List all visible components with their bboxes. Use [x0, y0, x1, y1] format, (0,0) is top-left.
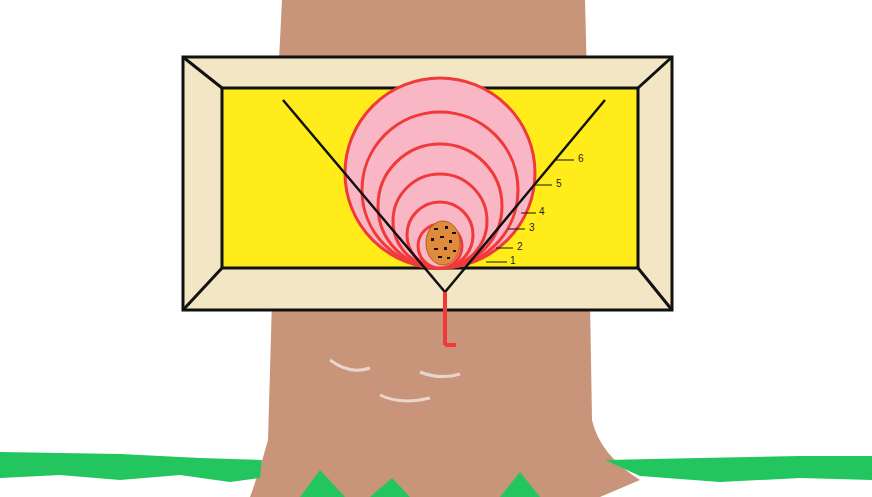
yellow-panel: [222, 88, 638, 268]
ring: [362, 112, 518, 268]
grass: [300, 470, 540, 497]
frame-bevel: [638, 268, 672, 310]
frame: [183, 57, 672, 310]
egg-mass: [426, 221, 460, 265]
callout-number: 1: [510, 256, 516, 266]
grass: [605, 456, 872, 482]
callout-number: 5: [556, 179, 562, 189]
drip: [445, 343, 456, 347]
leader-ticks: [486, 160, 574, 262]
ring: [345, 78, 535, 268]
frame-bevel: [183, 57, 222, 88]
callout-number: 6: [578, 154, 584, 164]
grass: [0, 452, 262, 482]
callout-number: 2: [517, 242, 523, 252]
ring: [393, 174, 487, 268]
bark-marks: [330, 360, 460, 401]
callout-number: 4: [539, 207, 545, 217]
frame-bevel: [183, 268, 222, 310]
egg-dots: [431, 226, 456, 259]
v-lines: [283, 100, 605, 292]
drip: [443, 292, 447, 345]
ring: [378, 144, 502, 268]
frame-bevel: [638, 57, 672, 88]
callout-number: 3: [529, 223, 535, 233]
